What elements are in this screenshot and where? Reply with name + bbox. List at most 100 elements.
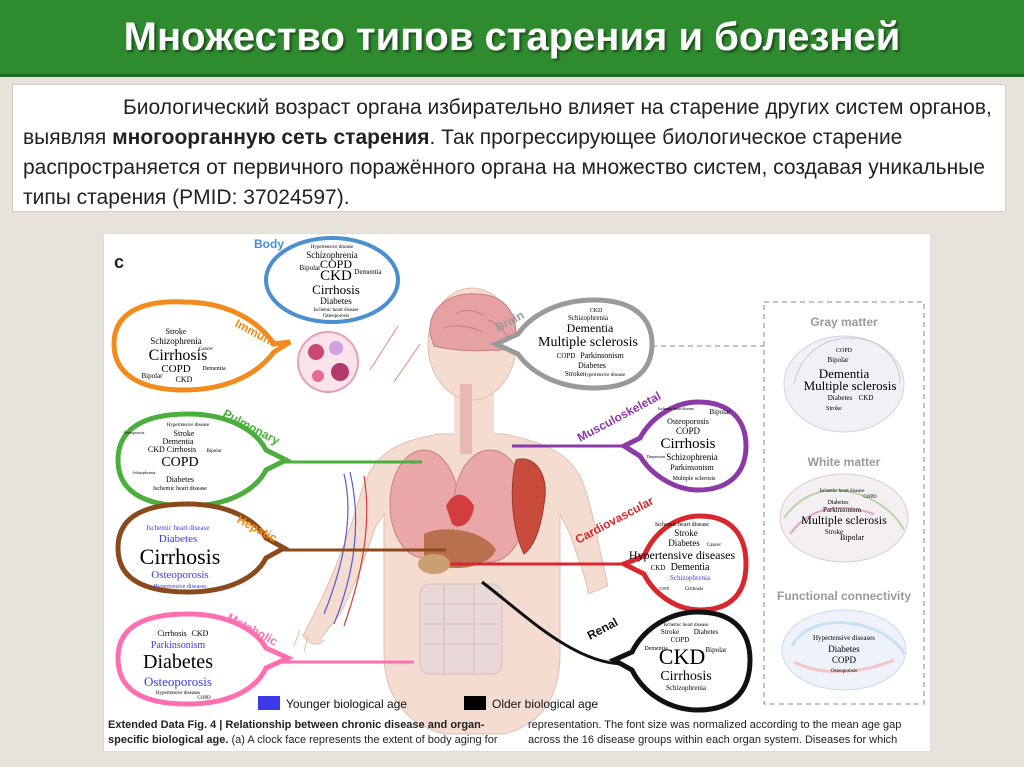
word: Stroke (166, 327, 187, 336)
word: Stroke (826, 406, 842, 412)
legend-younger-label: Younger biological age (286, 697, 407, 711)
word: Diabetes (668, 538, 700, 548)
word: Cirrhosis (660, 436, 715, 452)
word: Dementia (354, 268, 382, 276)
word: Parkinsonism (670, 463, 714, 472)
word: Hypertensive disease (583, 373, 626, 378)
word: Ischemic heart disease (658, 406, 694, 411)
word: Diabetes (578, 361, 606, 370)
word: Dementia (644, 646, 668, 652)
organ-bubble-body: Body Hypertensive disease Schizophrenia … (254, 236, 400, 324)
word: Bipolar (706, 646, 728, 654)
word: Stroke (565, 370, 583, 378)
word: Dementia (567, 321, 614, 335)
word: Diabetes (828, 500, 850, 506)
word: CKD (176, 375, 193, 384)
word: Cirrhosis (312, 282, 360, 297)
word: Multiple sclerosis (801, 513, 887, 527)
word: Cirrhosis (149, 347, 208, 364)
word: Diabetes (320, 296, 352, 306)
word: Cancer (199, 347, 213, 352)
word: Diabetes (694, 628, 719, 636)
word: Bipolar (300, 264, 322, 272)
word: COPD (832, 655, 857, 665)
word: Stroke (661, 628, 679, 636)
word: Cirrhosis (660, 669, 711, 684)
slide-title: Множество типов старения и болезней (123, 15, 901, 59)
word: Ischemic heart disease (655, 522, 709, 528)
word: Depression (647, 454, 665, 459)
organ-bubble-musculoskeletal: Musculoskeletal Ischemic heart disease B… (575, 389, 749, 493)
word: CKD Cirrhosis (148, 445, 196, 454)
word: COPD (836, 348, 853, 354)
brain-panel-title: White matter (808, 455, 881, 469)
word: Diabetes (143, 651, 213, 673)
organ-bubble-metabolic: Metabolic Cirrhosis CKD Parkinsonism Dia… (115, 610, 295, 707)
body-silhouette (293, 287, 609, 735)
word: Dementia (819, 366, 870, 381)
intro-paragraph: Биологический возраст органа избирательн… (12, 84, 1006, 212)
word: COPD (320, 257, 352, 271)
word: Hypertensive disease (167, 423, 210, 428)
word: Ischemic heart disease (664, 623, 710, 628)
intro-text-2: . Так прогрессирующее биологическое стар… (23, 126, 985, 209)
word: Diabetes (828, 644, 860, 654)
word: COPD (659, 586, 670, 591)
intro-bold: многоорганную сеть старения (112, 126, 430, 149)
organ-bubble-hepatic: Hepatic Ischemic heart disease Diabetes … (115, 501, 290, 595)
word: Cancer (707, 543, 721, 548)
immune-cell-bubble (297, 331, 359, 393)
word: COPD (676, 426, 701, 436)
word: COPD (161, 363, 190, 375)
organ-bubble-immune: Immune Stroke Schizophrenia Cancer Cirrh… (111, 299, 292, 393)
organ-bubble-brain: Brain CKD Schizophrenia Dementia Multipl… (489, 297, 655, 391)
word: Bipolar (840, 533, 864, 542)
brain-panel-title: Gray matter (810, 315, 878, 329)
figure: Body Hypertensive disease Schizophrenia … (103, 233, 931, 752)
organ-label-body: Body (254, 237, 284, 251)
word: Osteoporosis (667, 417, 709, 426)
word: Bipolar (207, 449, 222, 454)
word: Hypertensive disease (311, 245, 354, 250)
word: Hypertensive diseases (629, 548, 736, 562)
word: Schizophrenia (568, 314, 609, 322)
word: Ischemic heart disease (314, 308, 360, 313)
panel-letter: c (114, 252, 124, 272)
word: Schizophrenia (670, 574, 711, 582)
caption-right: representation. The font size was normal… (528, 719, 902, 746)
word: Parkinsonism (823, 506, 862, 514)
brain-panel-white-matter: White matter Ischemic heart disease COPD… (779, 455, 909, 563)
word: Stroke (674, 528, 698, 538)
organ-label-renal: Renal (585, 615, 620, 643)
word: Osteoporosis (831, 669, 857, 674)
word: Dementia (671, 562, 710, 573)
word: CKD (651, 564, 666, 572)
word: Multiple sclerosis (804, 378, 897, 393)
word: Diabetes (828, 394, 853, 402)
legend-younger-swatch (258, 696, 280, 710)
word: Cirrhosis (140, 544, 221, 569)
word: Parkinsonism (580, 351, 624, 360)
word: Ischemic heart disease (147, 524, 210, 532)
word: Stroke (825, 528, 843, 536)
word: Ischemic heart disease (153, 486, 207, 492)
word: CKD (659, 644, 705, 669)
word: Osteoporosis (124, 430, 145, 435)
word: Diabetes (166, 475, 194, 484)
word: Diabetes (159, 533, 197, 545)
caption-rest: (a) A clock face represents the extent o… (228, 734, 498, 746)
title-bar (0, 0, 1024, 77)
word: Bipolar (142, 372, 164, 380)
word: Hypertensive diseases (813, 634, 875, 642)
word: CKD (320, 268, 352, 284)
word: Osteoporosis (151, 569, 208, 581)
intro-text-1: Биологический возраст органа избирательн… (23, 96, 992, 149)
word: COPD (161, 455, 198, 470)
legend-older-label: Older biological age (492, 697, 598, 711)
word: Schizophrenia (666, 452, 717, 462)
word: Hypertensive diseases (156, 691, 200, 696)
word: CKD (590, 308, 603, 314)
caption-left: Extended Data Fig. 4 | Relationship betw… (108, 718, 520, 748)
word: COPD (557, 352, 576, 360)
organ-bubble-pulmonary: Pulmonary Hypertensive disease Stroke De… (115, 406, 292, 509)
